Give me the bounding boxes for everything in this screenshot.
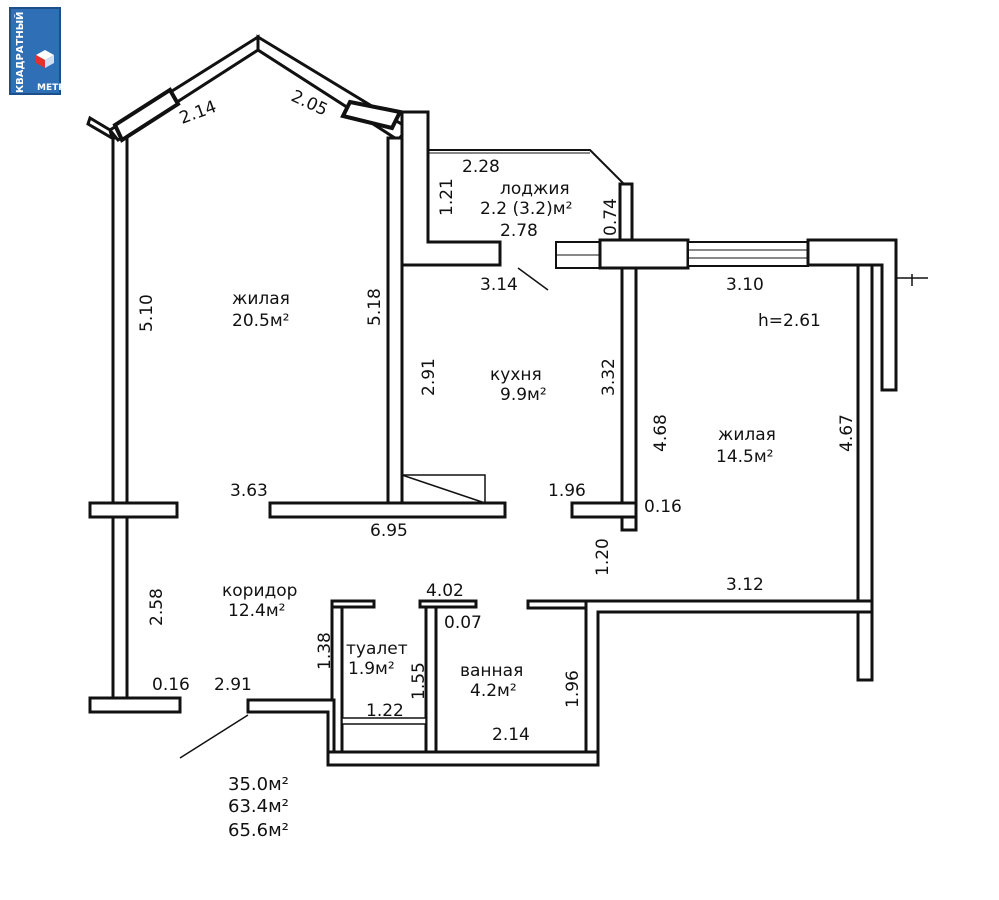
wall-kitchen-top-left <box>400 110 502 267</box>
dim-1-55: 1.55 <box>409 662 429 700</box>
dim-3-32: 3.32 <box>599 358 619 396</box>
walls <box>86 34 928 767</box>
window-right-living <box>687 241 809 267</box>
wall-toilet-top <box>330 599 376 609</box>
dim-2-14-top: 2.14 <box>177 97 219 129</box>
wall-h-mid <box>570 501 638 519</box>
room-kitchen-area: 9.9м² <box>500 385 547 405</box>
dim-0-74: 0.74 <box>601 198 621 236</box>
wall-bath-bottom <box>326 750 600 767</box>
dim-1-96-mid: 1.96 <box>548 481 586 501</box>
toilet-fixture <box>341 717 427 725</box>
wall-partition-1 <box>386 136 404 507</box>
logo-text-metr: МЕТР <box>37 83 65 93</box>
logo: КВАДРАТНЫЙ МЕТР <box>9 7 65 95</box>
dim-0-07: 0.07 <box>444 613 482 633</box>
cube-icon <box>36 50 54 68</box>
room-living2-area: 14.5м² <box>716 447 774 467</box>
wall-right-outer <box>856 263 874 682</box>
room-loggia-area: 2.2 (3.2)м² <box>480 199 572 219</box>
wall-top-right <box>806 238 898 392</box>
room-toilet-area: 1.9м² <box>348 659 395 679</box>
ceiling-height: h=2.61 <box>758 311 821 331</box>
total-area: 63.4м² <box>228 796 289 817</box>
dim-2-91-kitchen: 2.91 <box>419 358 439 396</box>
wall-top-right-block <box>598 238 690 270</box>
dim-3-10: 3.10 <box>726 275 764 295</box>
window-bay-left <box>112 87 181 143</box>
dim-5-10: 5.10 <box>137 294 157 332</box>
room-bath-area: 4.2м² <box>470 681 517 701</box>
wall-left-stub-bottom <box>88 696 182 714</box>
dim-1-20: 1.20 <box>593 538 613 576</box>
dim-5-18: 5.18 <box>365 288 385 326</box>
total-living-area: 35.0м² <box>228 774 289 795</box>
dim-0-16-mid: 0.16 <box>644 497 682 517</box>
dim-2-91-low: 2.91 <box>214 675 252 695</box>
total-area-with-loggia: 65.6м² <box>228 820 289 841</box>
dim-6-95: 6.95 <box>370 521 408 541</box>
dim-3-63: 3.63 <box>230 481 268 501</box>
dim-3-12: 3.12 <box>726 575 764 595</box>
dim-4-02: 4.02 <box>426 581 464 601</box>
area-totals: 35.0м² 63.4м² 65.6м² <box>228 774 289 841</box>
wall-partition-2 <box>620 266 638 532</box>
room-toilet-name: туалет <box>346 639 408 659</box>
dim-0-16-low: 0.16 <box>152 675 190 695</box>
kitchen-door-swing <box>402 474 486 503</box>
wall-loggia-right <box>618 182 634 242</box>
room-living1-area: 20.5м² <box>232 311 290 331</box>
room-living1-name: жилая <box>232 289 290 309</box>
wall-bath-top-left <box>418 599 478 609</box>
dim-3-14: 3.14 <box>480 275 518 295</box>
wall-h-left <box>268 501 507 519</box>
dim-2-78: 2.78 <box>500 221 538 241</box>
dim-2-58: 2.58 <box>147 588 167 626</box>
room-corridor-name: коридор <box>222 581 297 601</box>
room-kitchen-name: кухня <box>490 365 542 385</box>
wall-bay-stub <box>86 115 115 142</box>
room-loggia-name: лоджия <box>500 179 570 199</box>
wall-bath-right <box>584 599 874 767</box>
entry-pointer <box>179 714 249 759</box>
dim-1-22: 1.22 <box>366 701 404 721</box>
dim-1-96-bath: 1.96 <box>563 670 583 708</box>
room-living2-name: жилая <box>718 425 776 445</box>
wall-entry <box>246 698 336 754</box>
dim-1-38: 1.38 <box>315 632 335 670</box>
wall-left-outer-lower <box>111 515 129 702</box>
dim-2-28: 2.28 <box>462 157 500 177</box>
dim-2-14-bath: 2.14 <box>492 725 530 745</box>
room-labels: жилая 20.5м² лоджия 2.2 (3.2)м² кухня 9.… <box>222 179 821 701</box>
room-corridor-area: 12.4м² <box>228 601 286 621</box>
dim-1-21: 1.21 <box>437 178 457 216</box>
dim-4-67: 4.67 <box>837 414 857 452</box>
dim-4-68: 4.68 <box>651 414 671 452</box>
window-bay-right <box>340 99 403 131</box>
kitchen-pointer <box>517 267 549 291</box>
wall-left-stub-top <box>88 501 179 519</box>
dimension-labels: 2.14 2.05 2.28 1.21 0.74 2.78 3.14 3.10 … <box>137 86 857 745</box>
room-bath-name: ванная <box>460 661 523 681</box>
wall-left-outer <box>111 136 129 507</box>
wall-bath-top <box>526 599 588 610</box>
